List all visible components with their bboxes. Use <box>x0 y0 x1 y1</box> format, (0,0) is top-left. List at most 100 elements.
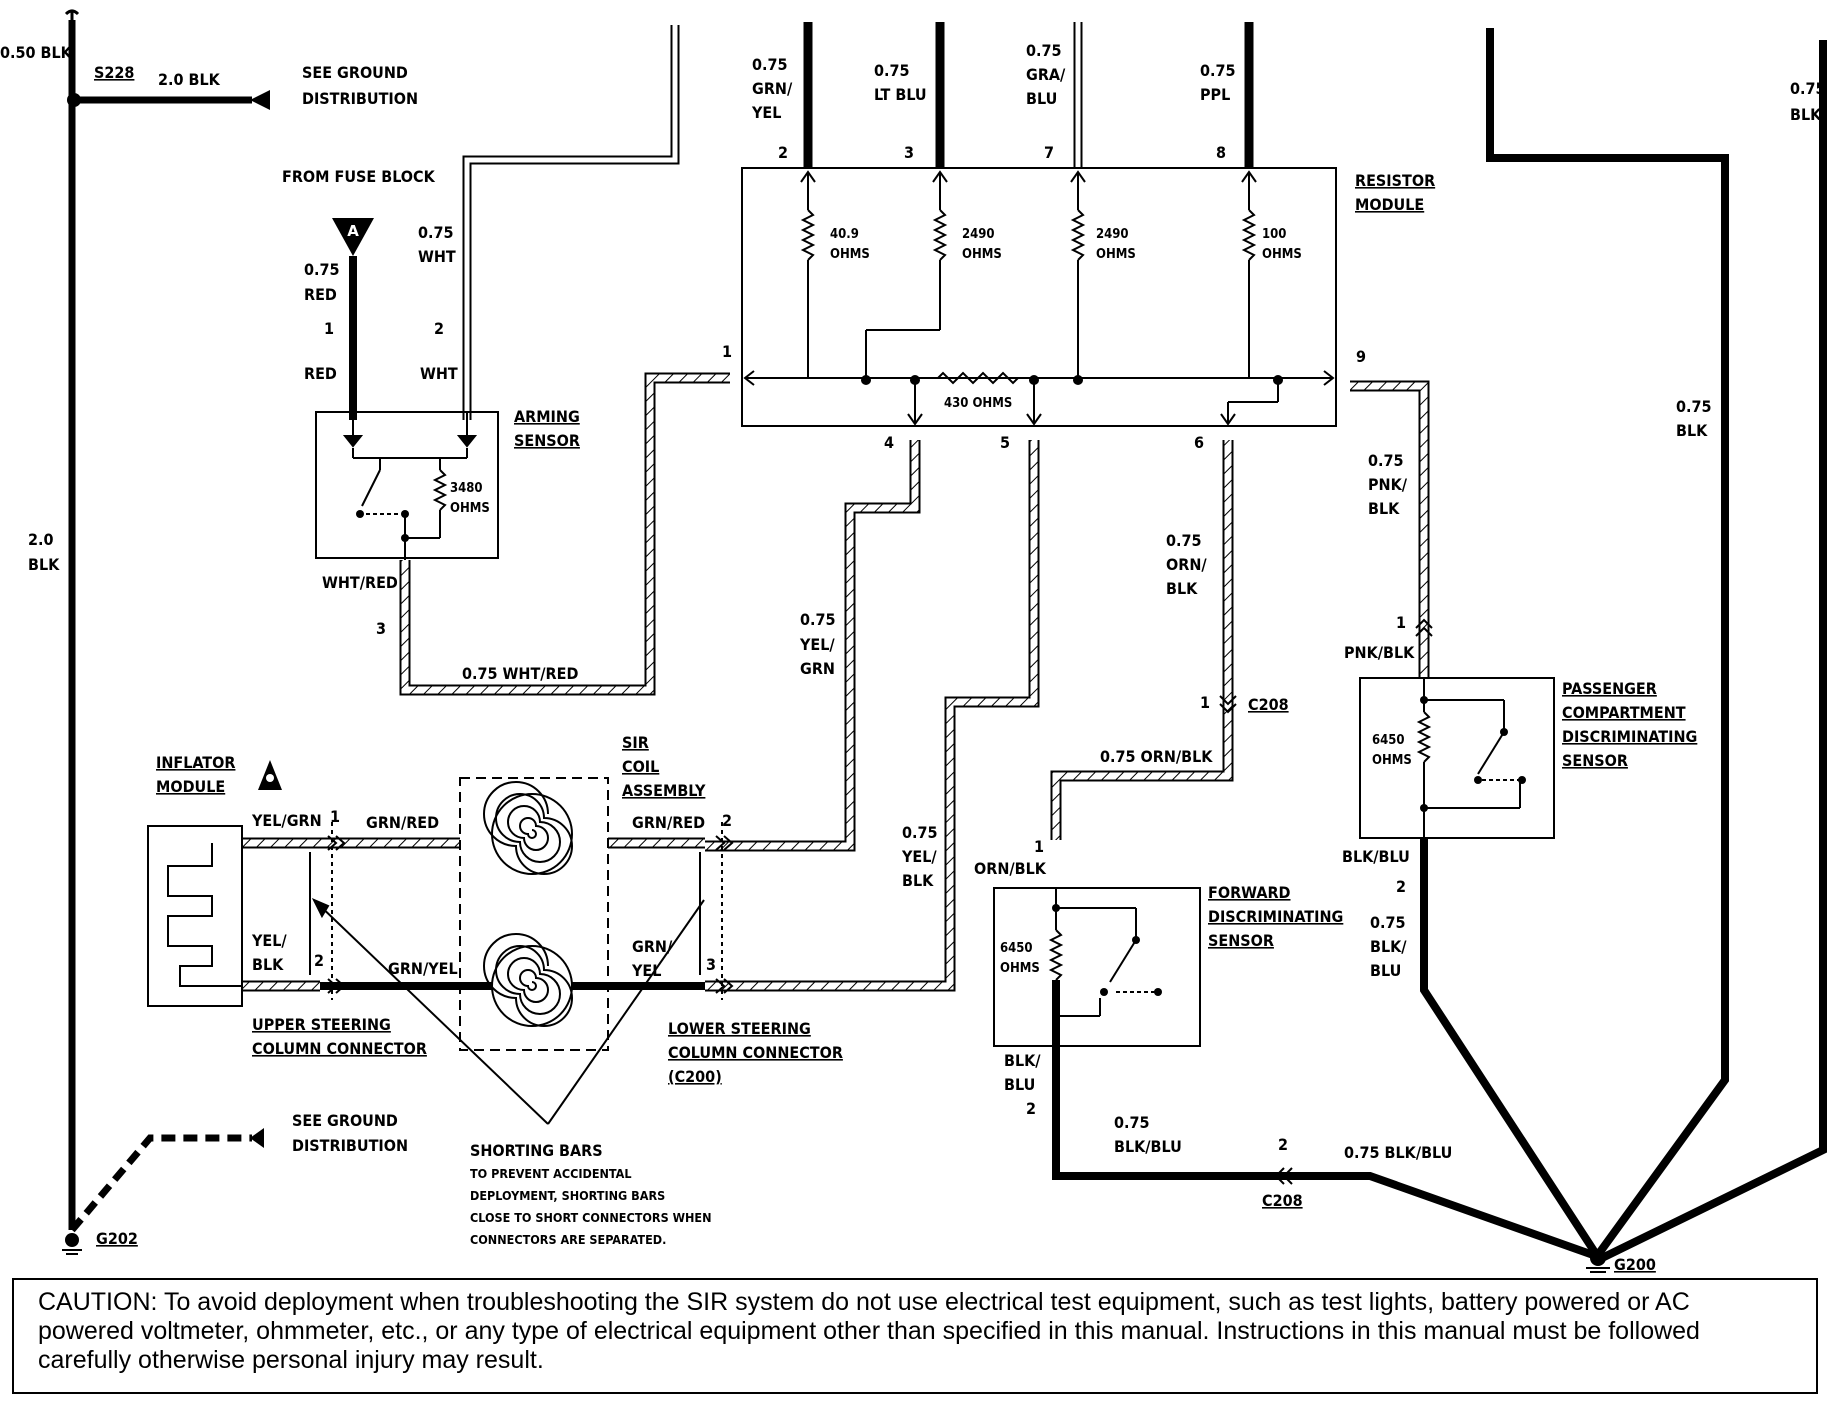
inflator-pin2-label-b: BLK <box>252 955 284 974</box>
res-3-value: 2490 <box>1096 227 1129 242</box>
rm-pin-2: 2 <box>778 143 788 162</box>
shorting-note-2: DEPLOYMENT, SHORTING BARS <box>470 1188 665 1203</box>
arming-contact-3 <box>401 534 409 542</box>
sir-coil-name-1: SIR <box>622 733 649 752</box>
top-wire-4-gauge: 0.75 <box>1200 61 1236 80</box>
fwd-name-2: DISCRIMINATING <box>1208 907 1343 926</box>
top-wire-3-color-b: BLU <box>1026 89 1057 108</box>
pass-name-4: SENSOR <box>1562 751 1628 770</box>
inflator-grn-red: GRN/RED <box>366 813 439 832</box>
top-wire-3-color-a: GRA/ <box>1026 65 1066 84</box>
shorting-bars-title: SHORTING BARS <box>470 1141 603 1160</box>
pass-name-3: DISCRIMINATING <box>1562 727 1697 746</box>
arming-sensor-name-1: ARMING <box>514 407 580 426</box>
red-label: RED <box>304 364 337 383</box>
inflator-pin1: 1 <box>330 807 340 826</box>
pass-out-label: BLK/BLU <box>1342 847 1410 866</box>
res-1-value: 40.9 <box>830 227 859 242</box>
fwd-in-pin: 1 <box>1034 837 1044 856</box>
wire-label-20-left-1: 2.0 <box>28 530 54 549</box>
ground-g200-symbol <box>1586 1250 1610 1273</box>
upper-steering-connector <box>309 822 346 1000</box>
yel-blk-color-b: BLK <box>902 871 934 890</box>
passenger-sensor-internals <box>1416 678 1521 838</box>
res-center: 430 OHMS <box>944 396 1012 411</box>
resistor-module-name-1: RESISTOR <box>1355 171 1435 190</box>
lower-connector-1: LOWER STEERING <box>668 1019 811 1038</box>
c208-wire2: 0.75 BLK/BLU <box>1344 1143 1452 1162</box>
ground-ref-top-2: DISTRIBUTION <box>302 89 418 108</box>
yel-grn-color-a: YEL/ <box>799 635 835 654</box>
right-blk-wires <box>1052 28 1827 1262</box>
pnk-blk-color-a: PNK/ <box>1368 475 1408 494</box>
top-wire-2-gauge: 0.75 <box>874 61 910 80</box>
arming-contact-1 <box>356 510 364 518</box>
res-2-value: 2490 <box>962 227 995 242</box>
fwd-out-pin: 2 <box>1026 1099 1036 1118</box>
arming-resistance-value: 3480 <box>450 481 483 496</box>
right-blk-mid-color: BLK <box>1676 421 1708 440</box>
top-wire-2-color: LT BLU <box>874 85 927 104</box>
left-ground-wire <box>62 9 270 1255</box>
sir-coil-box <box>459 777 609 1051</box>
top-wire-3-gauge: 0.75 <box>1026 41 1062 60</box>
pass-name-2: COMPARTMENT <box>1562 703 1686 722</box>
sir-grn-yel-a: GRN/ <box>632 937 673 956</box>
inflator-pin2: 2 <box>314 951 324 970</box>
ground-g202: G202 <box>96 1229 138 1248</box>
arming-contact-2 <box>401 510 409 518</box>
wht-wire-gauge: 0.75 <box>418 223 454 242</box>
inflator-name-2: MODULE <box>156 777 225 796</box>
splice-s228: S228 <box>94 63 134 82</box>
pass-out-color-b: BLU <box>1370 961 1401 980</box>
yel-grn-gauge: 0.75 <box>800 610 836 629</box>
top-wire-1-gauge: 0.75 <box>752 55 788 74</box>
pass-name-1: PASSENGER <box>1562 679 1657 698</box>
rm-pin-1: 1 <box>722 342 732 361</box>
rm-pin-8: 8 <box>1216 143 1226 162</box>
arming-sensor-box <box>315 411 499 559</box>
top-wire-4-color: PPL <box>1200 85 1230 104</box>
red-wire-gauge: 0.75 <box>304 260 340 279</box>
top-wire-1-color-a: GRN/ <box>752 79 793 98</box>
right-blk-top-color: BLK <box>1790 105 1822 124</box>
upper-connector-1: UPPER STEERING <box>252 1015 391 1034</box>
sir-pin3: 3 <box>706 955 716 974</box>
yel-blk-gauge: 0.75 <box>902 823 938 842</box>
from-fuse-block: FROM FUSE BLOCK <box>282 167 436 186</box>
c208-name2: C208 <box>1262 1191 1303 1210</box>
pnk-blk-gauge: 0.75 <box>1368 451 1404 470</box>
fwd-resistance-value: 6450 <box>1000 941 1033 956</box>
res-4-unit: OHMS <box>1262 247 1302 262</box>
fwd-out-wire-gauge: 0.75 <box>1114 1113 1150 1132</box>
lower-connector-3: (C200) <box>668 1067 722 1086</box>
inflator-name-1: INFLATOR <box>156 753 235 772</box>
rm-pin-7: 7 <box>1044 143 1054 162</box>
rm-pin-4: 4 <box>884 433 894 452</box>
arming-sensor-internals <box>342 412 478 560</box>
resistor-module-internals <box>743 170 1335 426</box>
right-blk-mid-gauge: 0.75 <box>1676 397 1712 416</box>
wht-pin: 2 <box>434 319 444 338</box>
rm-pin-3: 3 <box>904 143 914 162</box>
pass-resistance-unit: OHMS <box>1372 753 1412 768</box>
yel-blk-color-a: YEL/ <box>901 847 937 866</box>
pass-in-label: PNK/BLK <box>1344 643 1415 662</box>
shorting-note-1: TO PREVENT ACCIDENTAL <box>470 1166 632 1181</box>
shorting-bars-callout <box>311 898 705 1125</box>
wht-red-wire-label: 0.75 WHT/RED <box>462 664 578 683</box>
res-4-value: 100 <box>1262 227 1286 242</box>
c208-pin1: 1 <box>1200 693 1210 712</box>
sir-coil-upper <box>483 781 573 875</box>
orn-blk-color-b: BLK <box>1166 579 1198 598</box>
shorting-note-4: CONNECTORS ARE SEPARATED. <box>470 1232 666 1247</box>
fwd-out-wire-color: BLK/BLU <box>1114 1137 1182 1156</box>
sir-coil-lower <box>483 933 573 1027</box>
pass-out-gauge: 0.75 <box>1370 913 1406 932</box>
inflator-element <box>167 843 242 987</box>
arming-resistance-unit: OHMS <box>450 501 490 516</box>
resistor-module-name-2: MODULE <box>1355 195 1424 214</box>
inflator-box <box>147 825 243 1007</box>
fuse-marker-letter: A <box>347 222 359 240</box>
